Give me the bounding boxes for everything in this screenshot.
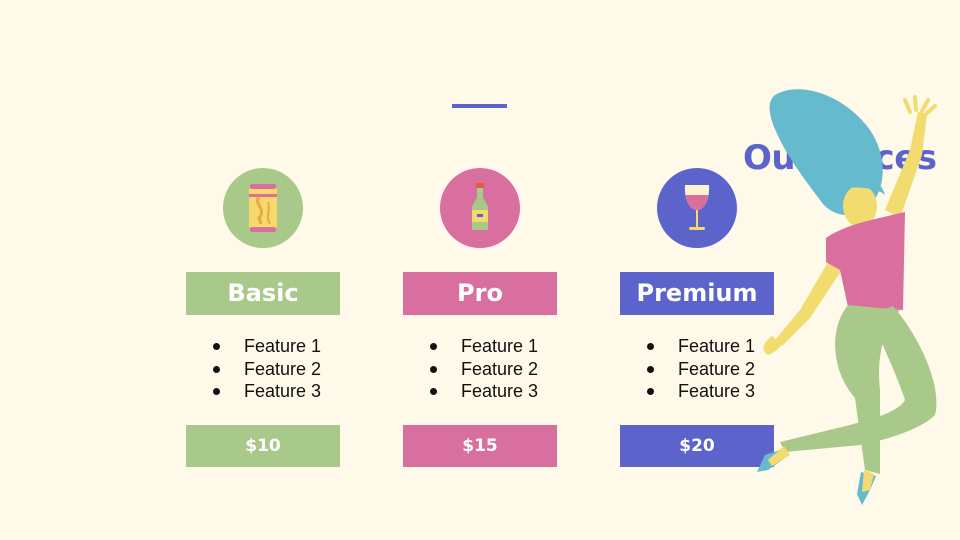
soda-can-icon <box>249 184 277 232</box>
feature-text: Feature 2 <box>461 358 539 379</box>
bullet-icon <box>430 343 437 350</box>
feature-text: Feature 3 <box>678 381 756 401</box>
feature-item: Feature 1 <box>620 335 774 358</box>
plan-icon-circle <box>657 168 737 248</box>
price-tag: $20 <box>620 425 774 467</box>
price-tag: $15 <box>403 425 557 467</box>
feature-item: Feature 2 <box>403 358 557 381</box>
bullet-icon <box>647 343 654 350</box>
feature-text: Feature 3 <box>244 381 322 401</box>
feature-item: Feature 3 <box>186 380 340 403</box>
feature-list: Feature 1 Feature 2 Feature 3 <box>620 335 774 403</box>
plan-name: Basic <box>186 272 340 315</box>
price-tag: $10 <box>186 425 340 467</box>
plan-icon-circle <box>440 168 520 248</box>
bullet-icon <box>430 365 437 373</box>
wine-glass-icon <box>684 185 710 230</box>
feature-text: Feature 1 <box>461 336 539 356</box>
feature-text: Feature 2 <box>678 358 756 379</box>
feature-item: Feature 2 <box>186 358 340 381</box>
plan-icon-circle <box>223 168 303 248</box>
feature-item: Feature 1 <box>403 335 557 358</box>
bullet-icon <box>213 365 220 373</box>
feature-list: Feature 1 Feature 2 Feature 3 <box>403 335 557 403</box>
accent-line <box>452 104 507 108</box>
plan-name: Pro <box>403 272 557 315</box>
feature-text: Feature 1 <box>244 336 322 356</box>
feature-item: Feature 3 <box>403 380 557 403</box>
feature-item: Feature 2 <box>620 358 774 381</box>
feature-text: Feature 2 <box>244 358 322 379</box>
bottle-icon <box>472 183 488 230</box>
jumping-woman-illustration <box>757 89 937 505</box>
bullet-icon <box>213 343 220 350</box>
plan-name: Premium <box>620 272 774 315</box>
bullet-icon <box>213 388 220 395</box>
feature-item: Feature 3 <box>620 380 774 403</box>
feature-list: Feature 1 Feature 2 Feature 3 <box>186 335 340 403</box>
bullet-icon <box>647 365 654 373</box>
bullet-icon <box>647 388 654 395</box>
feature-text: Feature 1 <box>678 336 756 356</box>
bullet-icon <box>430 388 437 395</box>
feature-text: Feature 3 <box>461 381 539 401</box>
feature-item: Feature 1 <box>186 335 340 358</box>
